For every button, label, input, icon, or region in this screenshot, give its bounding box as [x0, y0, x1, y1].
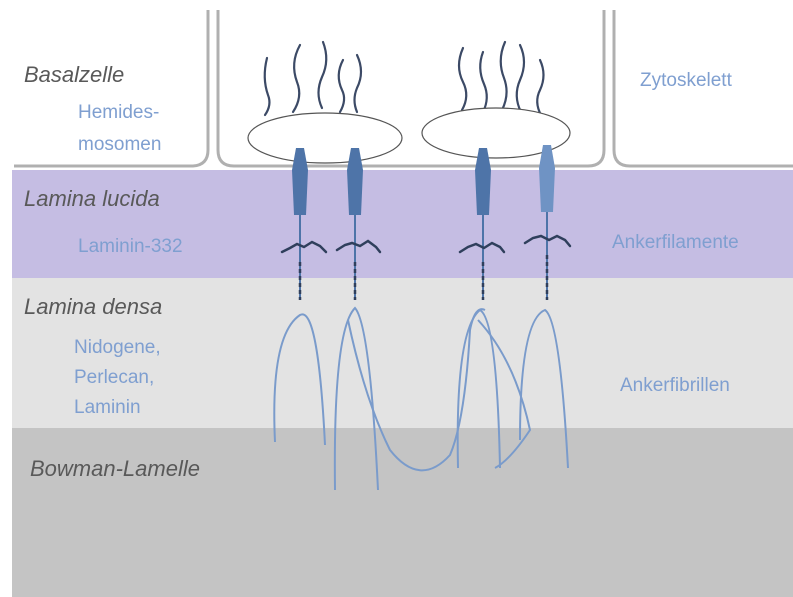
- laminin-332-label: Laminin-332: [78, 236, 183, 258]
- bowman-lamella-label: Bowman-Lamelle: [30, 456, 200, 482]
- laminin-label: Laminin: [74, 397, 141, 419]
- cytoskeleton-label: Zytoskelett: [640, 70, 732, 92]
- lamina-densa-label: Lamina densa: [24, 294, 162, 320]
- nidogen-label: Nidogene,: [74, 337, 161, 359]
- hemidesmosome-plaque: [248, 113, 402, 163]
- basal-cell-label: Basalzelle: [24, 62, 124, 88]
- hemidesmosome-label-line2: mosomen: [78, 134, 161, 156]
- anchoring-fibrils-label: Ankerfibrillen: [620, 375, 730, 397]
- hemidesmosome-label-line1: Hemides-: [78, 102, 159, 124]
- perlecan-label: Perlecan,: [74, 367, 154, 389]
- anchoring-filaments-label: Ankerfilamente: [612, 232, 739, 254]
- bowman-lamella-band: [12, 428, 793, 597]
- lamina-lucida-label: Lamina lucida: [24, 186, 160, 212]
